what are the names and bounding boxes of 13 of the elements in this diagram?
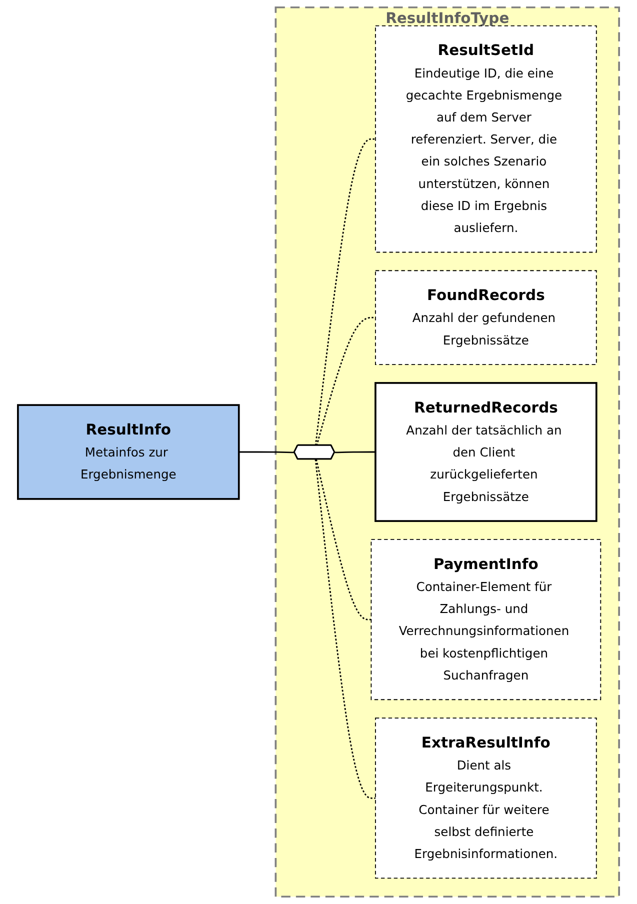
node-box xyxy=(375,25,597,253)
node-box xyxy=(375,718,597,879)
connector xyxy=(314,459,376,799)
cluster xyxy=(274,6,620,898)
node-box xyxy=(370,539,602,700)
connector xyxy=(238,451,295,454)
node-box xyxy=(374,382,598,522)
node-box xyxy=(375,270,597,365)
node-box xyxy=(17,404,240,500)
connector xyxy=(314,138,376,446)
connector xyxy=(316,459,372,620)
connector xyxy=(316,316,376,446)
connector xyxy=(334,451,376,454)
